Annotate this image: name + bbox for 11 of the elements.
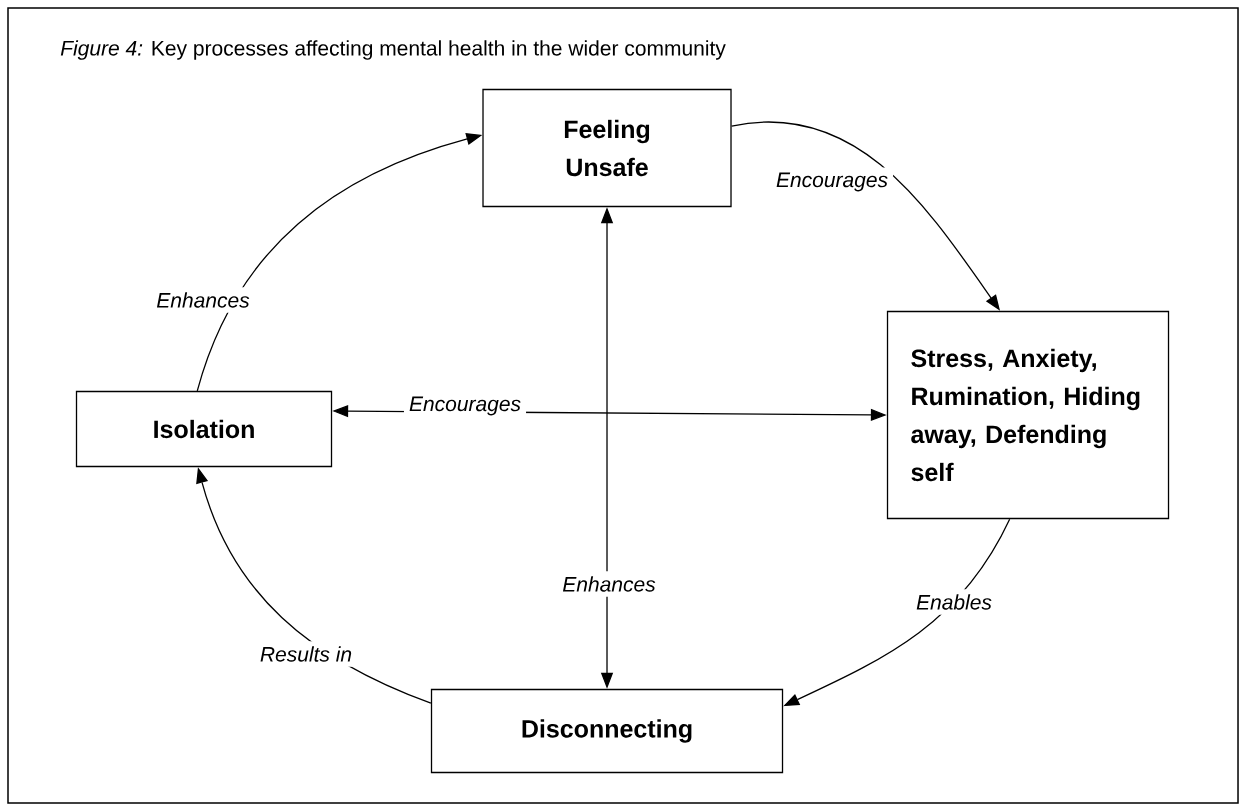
process-box: Stress, Anxiety, Rumination, Hiding away, Defending self xyxy=(886,310,1170,520)
edge-label: Results in xyxy=(254,641,358,667)
figure-title: Figure 4: Key processes affecting mental health in the wider community xyxy=(60,40,726,60)
edge-label: Enhances xyxy=(151,287,255,313)
process-box: Isolation xyxy=(75,390,333,468)
edge-label: Enables xyxy=(911,589,997,615)
edge-label: Encourages xyxy=(771,167,894,197)
process-box: Feeling Unsafe xyxy=(482,88,732,208)
process-box: Disconnecting xyxy=(430,688,784,774)
edge-label: Encourages xyxy=(403,391,527,421)
edge-label: Enhances xyxy=(557,571,661,597)
